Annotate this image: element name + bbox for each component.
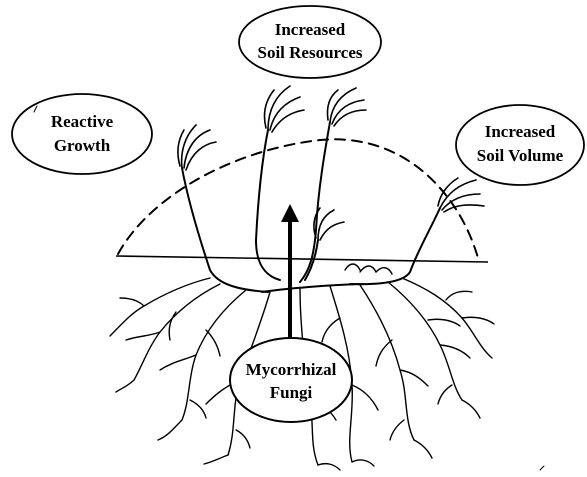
crown-bumps	[345, 264, 392, 274]
reactive-growth-label-line2: Growth	[54, 136, 111, 155]
growth-arrow-head	[281, 204, 299, 222]
reactive-growth-label-line1: Reactive	[51, 112, 114, 131]
soil-resources-label-line1: Increased	[275, 20, 346, 39]
soil-volume-label-line1: Increased	[485, 122, 556, 141]
plant-stems	[182, 122, 440, 292]
mycorrhizal-label-line1: Mycorrhizal	[246, 360, 337, 379]
scan-mark-bottom-right	[540, 466, 544, 470]
mycorrhizal-label-line2: Fungi	[270, 383, 313, 402]
soil-resources-label-line2: Soil Resources	[258, 43, 363, 62]
reactive-growth-bubble: Reactive Growth	[12, 94, 152, 174]
leaf-tufts	[178, 86, 484, 240]
mycorrhizal-fungi-bubble: Mycorrhizal Fungi	[230, 338, 352, 422]
ground-line	[116, 256, 488, 262]
soil-volume-bubble: Increased Soil Volume	[456, 105, 584, 185]
soil-volume-label-line2: Soil Volume	[477, 146, 564, 165]
soil-resources-bubble: Increased Soil Resources	[239, 6, 381, 78]
